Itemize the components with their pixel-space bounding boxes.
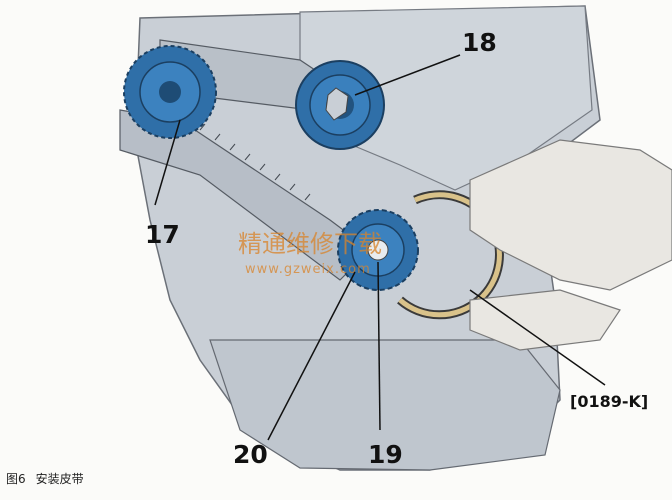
leader-line-18	[354, 54, 461, 96]
hand	[469, 139, 672, 291]
caption-number: 图6	[6, 472, 26, 486]
tensioner-pulley	[295, 60, 385, 150]
callout-18: 18	[462, 28, 497, 57]
caption-text: 安装皮带	[35, 472, 84, 486]
leader-line-17	[154, 119, 181, 206]
callout-19: 19	[368, 440, 403, 469]
tool-ring-highlight	[398, 192, 502, 318]
hand-lower	[469, 289, 621, 351]
callout-20: 20	[233, 440, 268, 469]
crankshaft-sprocket	[337, 209, 419, 291]
figure-caption: 图6 安装皮带	[6, 470, 94, 487]
callout-17: 17	[145, 220, 180, 249]
leader-line-tool	[469, 289, 606, 386]
leader-line-19	[377, 261, 381, 431]
watermark-url: www.gzweix.com	[245, 262, 371, 277]
camshaft-sprocket	[123, 45, 217, 139]
leader-line-20	[267, 271, 356, 441]
callout-tool: [0189-K]	[570, 392, 649, 411]
belt-teeth	[199, 123, 311, 201]
watermark-chinese: 精通维修下载	[238, 230, 382, 258]
